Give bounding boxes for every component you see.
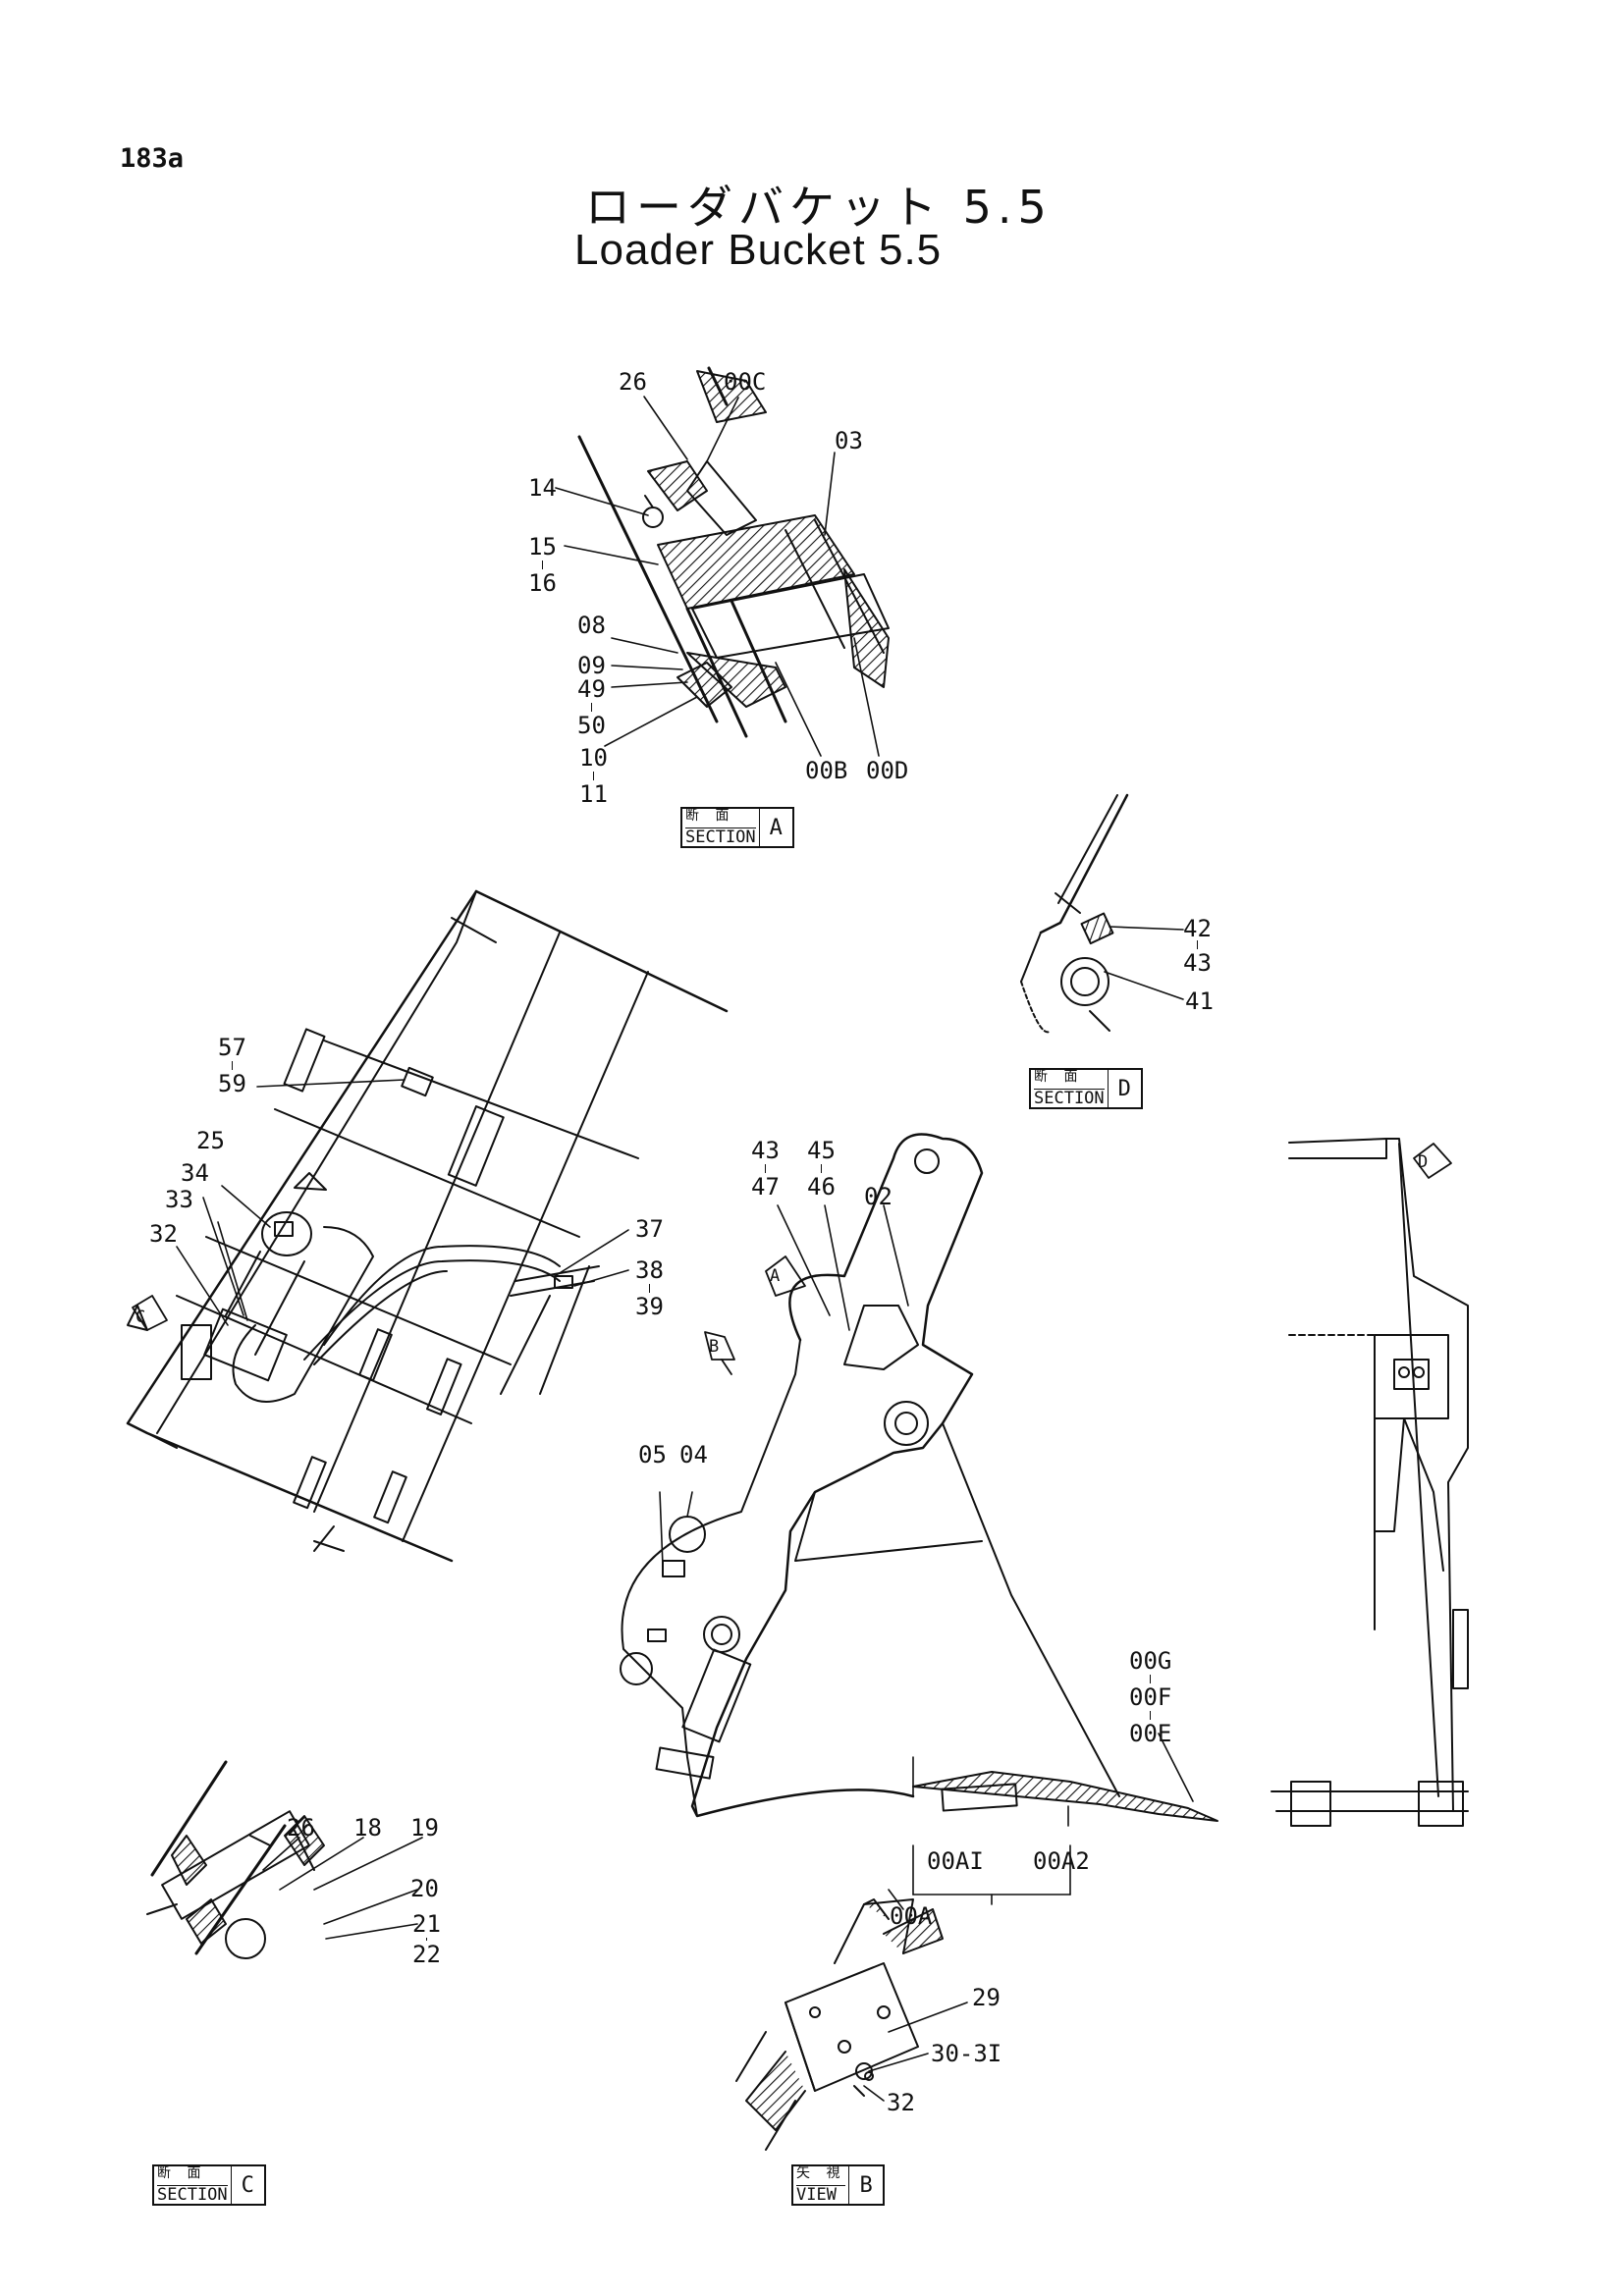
section-d-kanji: 断 面 xyxy=(1034,1069,1084,1085)
label-26: 26 xyxy=(619,368,647,396)
label-15: 15 xyxy=(528,533,557,561)
label-11: 11 xyxy=(579,780,608,808)
label-14: 14 xyxy=(528,474,557,502)
label-00e: 00E xyxy=(1129,1720,1172,1747)
section-c-letter: C xyxy=(241,2172,254,2198)
section-a-letter: A xyxy=(769,815,783,840)
label-04: 04 xyxy=(679,1441,708,1468)
label-18: 18 xyxy=(353,1814,382,1842)
label-46: 46 xyxy=(807,1173,836,1201)
label-15-16: 15 16 xyxy=(528,535,557,595)
view-b-tag: 矢 視 VIEW B xyxy=(791,2164,885,2206)
label-43-47: 43 47 xyxy=(751,1139,780,1199)
label-10: 10 xyxy=(579,744,608,772)
label-45-46: 45 46 xyxy=(807,1139,836,1199)
label-59: 59 xyxy=(218,1070,246,1097)
label-26-c: 26 xyxy=(287,1814,315,1842)
section-a-drawing xyxy=(577,366,890,738)
label-57-59: 57 59 xyxy=(218,1036,246,1095)
label-32-main: 32 xyxy=(149,1220,178,1248)
view-marker-a: A xyxy=(770,1266,781,1286)
section-c-kanji: 断 面 xyxy=(157,2165,207,2181)
page-number: 183a xyxy=(120,143,185,174)
label-08: 08 xyxy=(577,612,606,639)
section-a-kanji: 断 面 xyxy=(685,808,735,824)
view-marker-b: B xyxy=(709,1337,720,1357)
view-b-letter: B xyxy=(859,2172,873,2198)
label-09: 09 xyxy=(577,652,606,679)
label-00f: 00F xyxy=(1129,1683,1172,1711)
label-34: 34 xyxy=(181,1159,209,1187)
label-50: 50 xyxy=(577,712,606,739)
view-marker-d: D xyxy=(1418,1152,1429,1172)
bucket-rear-view xyxy=(1271,1138,1469,1827)
section-d-word: SECTION xyxy=(1034,1089,1105,1108)
label-00d: 00D xyxy=(866,757,909,784)
label-20: 20 xyxy=(410,1875,439,1902)
label-30-31: 30-3I xyxy=(931,2040,1002,2067)
label-49-50: 49 50 xyxy=(577,677,606,737)
bucket-angled-view xyxy=(126,889,729,1563)
label-00a: 00A xyxy=(890,1902,933,1930)
label-33: 33 xyxy=(165,1186,193,1213)
label-42: 42 xyxy=(1183,915,1212,942)
label-19: 19 xyxy=(410,1814,439,1842)
label-41: 41 xyxy=(1185,988,1214,1015)
label-37: 37 xyxy=(635,1215,664,1243)
label-21-22: 21 22 xyxy=(412,1912,441,1966)
section-a-tag: 断 面 SECTION A xyxy=(680,807,794,848)
label-38: 38 xyxy=(635,1256,664,1284)
label-05: 05 xyxy=(638,1441,667,1468)
section-c-tag: 断 面 SECTION C xyxy=(152,2164,266,2206)
section-c-word: SECTION xyxy=(157,2185,228,2205)
label-47: 47 xyxy=(751,1173,780,1201)
label-00b: 00B xyxy=(805,757,848,784)
label-49: 49 xyxy=(577,675,606,703)
label-25: 25 xyxy=(196,1127,225,1154)
label-00a1: 00AI xyxy=(927,1847,984,1875)
label-39: 39 xyxy=(635,1293,664,1320)
view-markers xyxy=(132,1143,1452,1375)
title-japanese: ローダバケット 5.5 xyxy=(585,181,1053,234)
view-b-kanji: 矢 視 xyxy=(796,2165,846,2181)
section-c-drawing xyxy=(146,1760,325,1959)
section-d-drawing xyxy=(1020,793,1184,1034)
label-43: 43 xyxy=(751,1137,780,1164)
label-00g-00f-00e: 00G 00F 00E xyxy=(1129,1649,1171,1745)
label-16: 16 xyxy=(528,569,557,597)
bucket-side-view xyxy=(620,1133,1218,1905)
label-03: 03 xyxy=(835,427,863,454)
label-10-11: 10 11 xyxy=(579,746,608,806)
label-21: 21 xyxy=(412,1910,441,1938)
section-d-tag: 断 面 SECTION D xyxy=(1029,1068,1143,1109)
label-02: 02 xyxy=(864,1183,893,1210)
label-38-39: 38 39 xyxy=(635,1258,664,1318)
view-marker-c: C xyxy=(135,1308,146,1327)
label-22: 22 xyxy=(412,1941,441,1968)
label-57: 57 xyxy=(218,1034,246,1061)
title-english: Loader Bucket 5.5 xyxy=(574,226,943,274)
label-32-b: 32 xyxy=(887,2089,915,2116)
label-43-d: 43 xyxy=(1183,940,1212,975)
label-00g: 00G xyxy=(1129,1647,1172,1675)
label-45: 45 xyxy=(807,1137,836,1164)
section-d-letter: D xyxy=(1117,1076,1131,1101)
view-b-word: VIEW xyxy=(796,2185,846,2204)
label-00c: 00C xyxy=(724,368,767,396)
section-a-word: SECTION xyxy=(685,828,756,847)
view-b-drawing xyxy=(735,1898,944,2151)
label-29: 29 xyxy=(972,1984,1001,2011)
label-00a2: 00A2 xyxy=(1033,1847,1090,1875)
